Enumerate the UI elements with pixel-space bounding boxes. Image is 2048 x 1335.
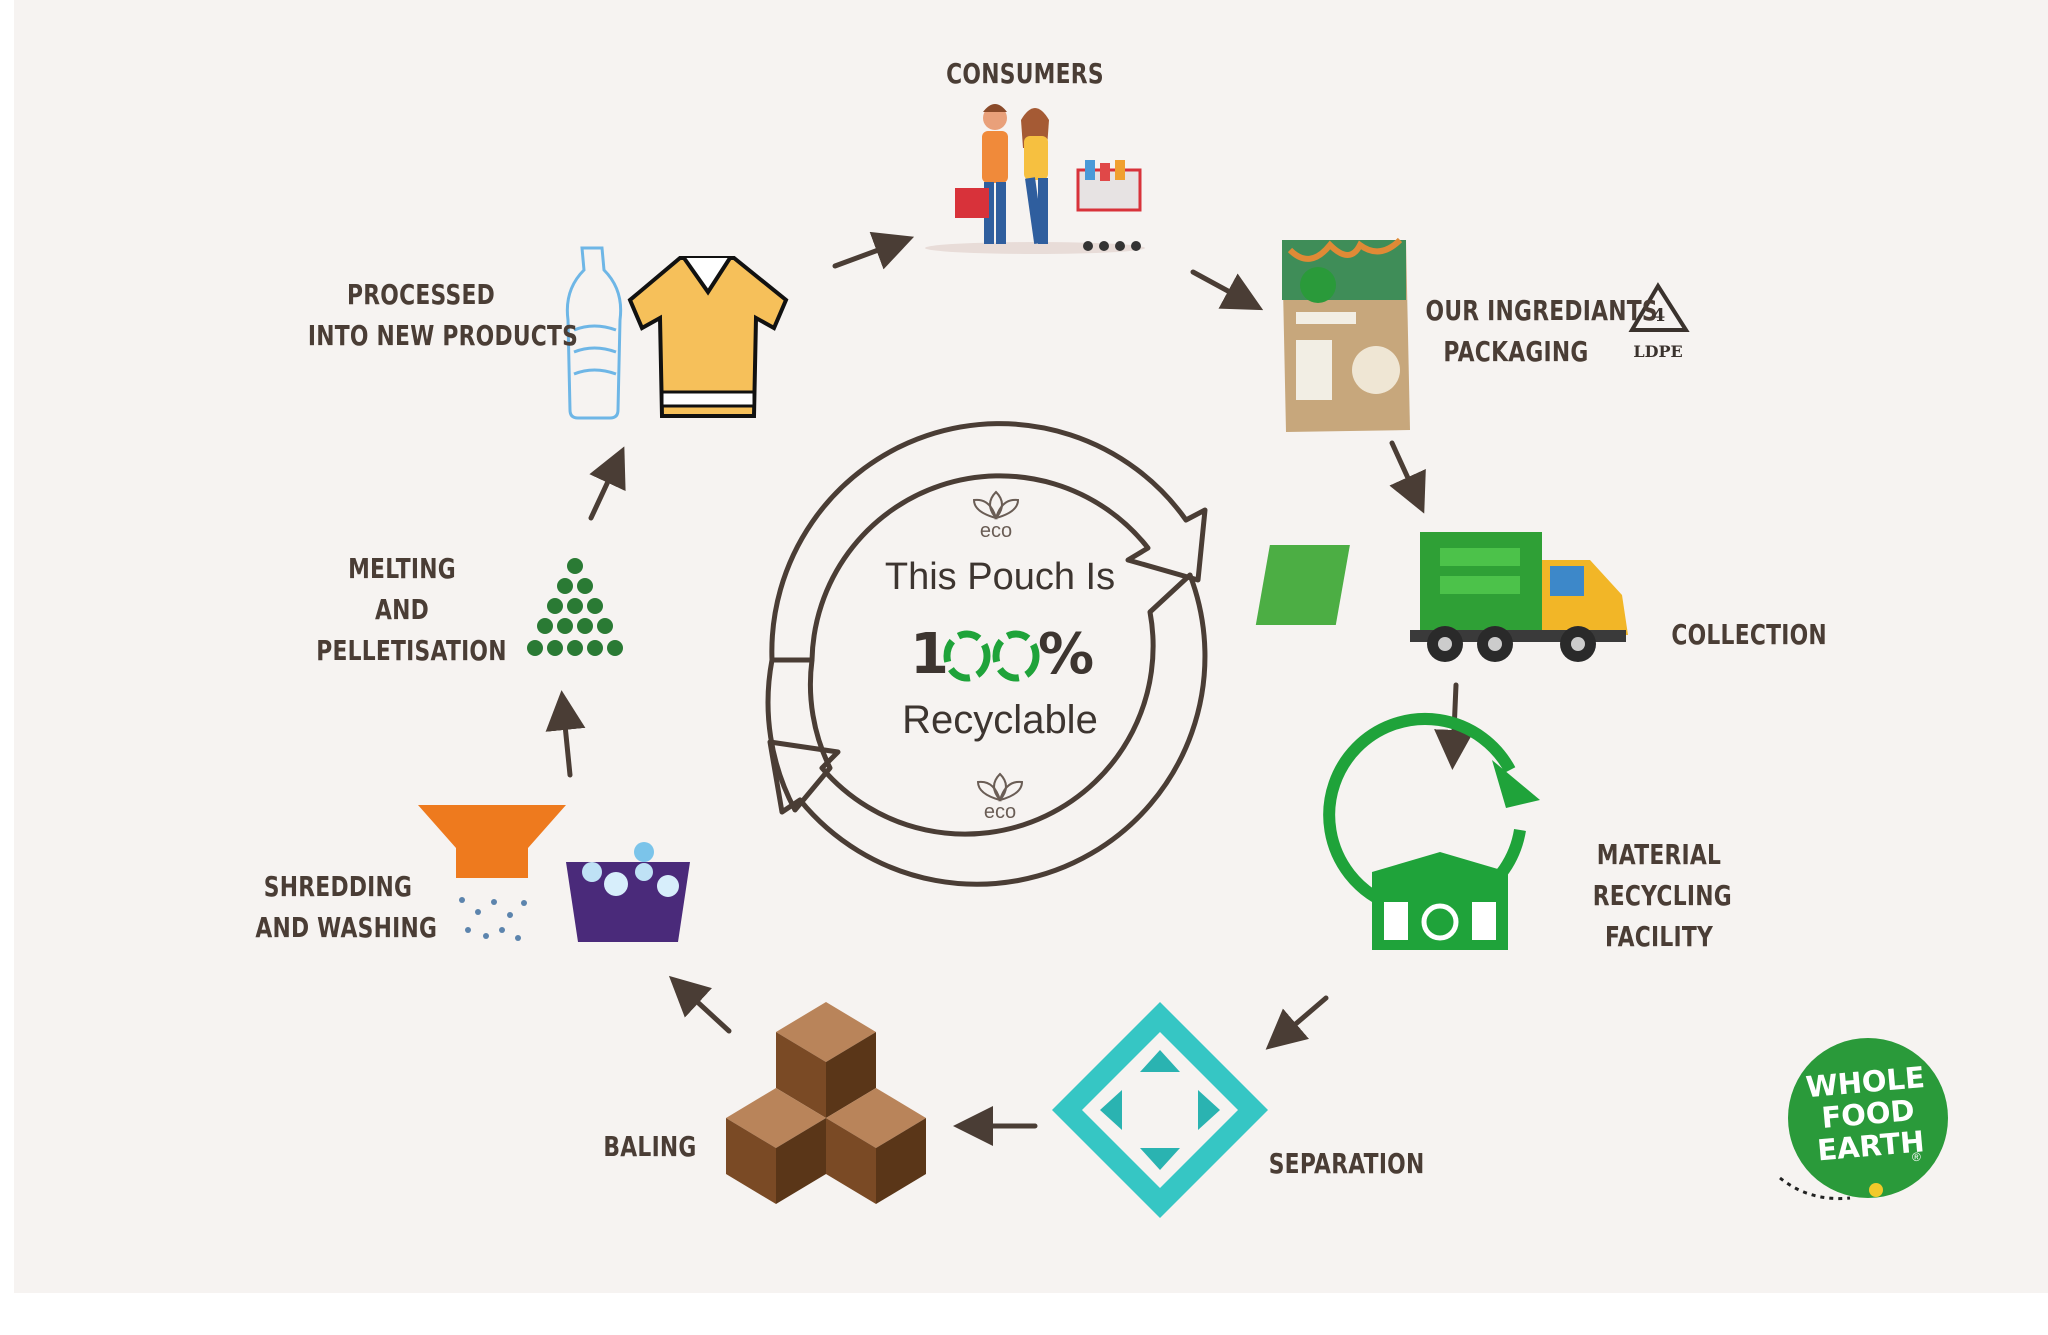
- arrow-melting-to-processed: [588, 446, 626, 521]
- percent-one: 1: [910, 622, 949, 687]
- label-melting: MELTING AND PELLETISATION: [316, 552, 507, 667]
- separation-arrows-icon: [1052, 1002, 1268, 1218]
- label-consumers: CONSUMERS: [946, 57, 1104, 90]
- label-processed: PROCESSED INTO NEW PRODUCTS: [307, 278, 579, 352]
- arrow-facility-to-separation: [1265, 995, 1329, 1050]
- consumers-icon: [925, 104, 1145, 254]
- center-recycle-arrows-icon: [765, 421, 1208, 887]
- garbage-truck-icon: [1255, 532, 1628, 662]
- shirt-icon: [627, 256, 789, 418]
- bottle-icon: [565, 246, 623, 420]
- eco-leaf-icon: [972, 490, 1020, 520]
- label-packaging: OUR INGREDIANTS PACKAGING: [1425, 294, 1658, 368]
- food-pouch-icon: [1282, 237, 1410, 432]
- shredder-icon: [418, 805, 566, 941]
- label-facility: MATERIAL RECYCLING FACILITY: [1592, 838, 1732, 953]
- label-shredding: SHREDDING AND WASHING: [255, 870, 438, 944]
- arrow-packaging-to-collection: [1389, 440, 1426, 514]
- bales-icon: [726, 1002, 926, 1204]
- percent-sign: %: [1038, 622, 1095, 687]
- center-line3: Recyclable: [902, 698, 1098, 742]
- logo-registered: ®: [1912, 1150, 1921, 1164]
- label-baling: BALING: [603, 1130, 697, 1163]
- center-line1: This Pouch Is: [884, 556, 1116, 598]
- eco-label-top: eco: [979, 520, 1013, 542]
- eco-label-bottom: eco: [983, 801, 1017, 823]
- pellet-pyramid-icon: [527, 558, 623, 656]
- label-collection: COLLECTION: [1671, 618, 1827, 651]
- whole-food-earth-logo: [1779, 1038, 1948, 1201]
- arrow-processed-to-consumers: [832, 231, 915, 270]
- ldpe-code: LDPE: [1633, 342, 1683, 361]
- ldpe-number: 4: [1652, 305, 1666, 326]
- center-percent: 1 %: [900, 622, 1100, 687]
- eco-leaf-icon: [976, 772, 1024, 802]
- ldpe-recycle-icon: [1628, 282, 1690, 332]
- arrow-baling-to-shredding: [668, 975, 732, 1034]
- recycling-facility-icon: [1323, 712, 1540, 950]
- label-separation: SEPARATION: [1268, 1147, 1425, 1180]
- wash-tub-icon: [566, 842, 690, 942]
- arrow-shredding-to-melting: [545, 690, 586, 778]
- recycle-zero-icon: [943, 630, 1040, 682]
- arrow-consumers-to-packaging: [1190, 269, 1264, 311]
